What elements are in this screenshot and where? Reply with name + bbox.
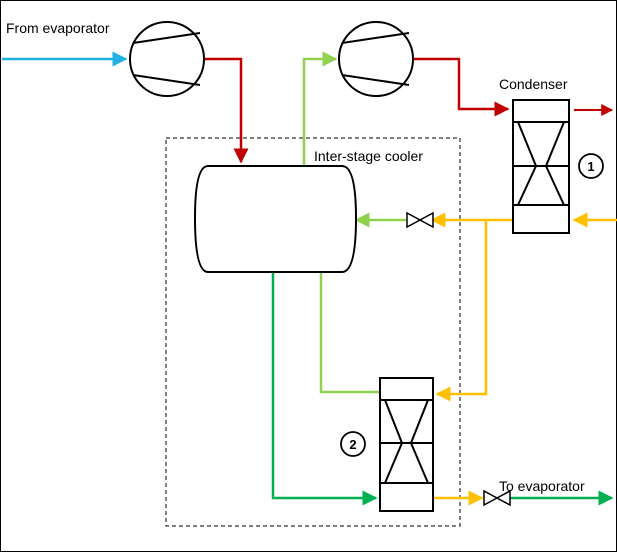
discharge-line-2-red	[414, 57, 510, 117]
heat-exchanger-icon	[379, 377, 434, 512]
condenser-heat-exchanger-icon	[512, 99, 570, 234]
heat-exchanger-2-badge: 2	[340, 431, 366, 457]
from-evaporator-label: From evaporator	[6, 20, 110, 36]
expansion-valve-icon	[406, 211, 434, 229]
liquid-line-yellow-b	[435, 220, 488, 402]
discharge-line-1-red	[205, 57, 249, 164]
condenser-label: Condenser	[499, 76, 568, 92]
compressor-icon	[129, 21, 205, 97]
compressor-icon	[338, 21, 414, 97]
inter-stage-cooler-boundary	[165, 137, 461, 527]
to-evaporator-label: To evaporator	[499, 478, 585, 494]
expansion-valve-icon	[483, 489, 511, 507]
vapor-line-light-green	[302, 51, 338, 166]
inter-stage-cooler-label: Inter-stage cooler	[314, 148, 423, 164]
tank-icon	[193, 165, 358, 273]
badge-label-2: 2	[349, 437, 356, 452]
badge-label-1: 1	[587, 159, 594, 174]
tank-liquid-dark-green	[271, 270, 378, 506]
heat-exchanger-1-badge: 1	[578, 153, 604, 179]
